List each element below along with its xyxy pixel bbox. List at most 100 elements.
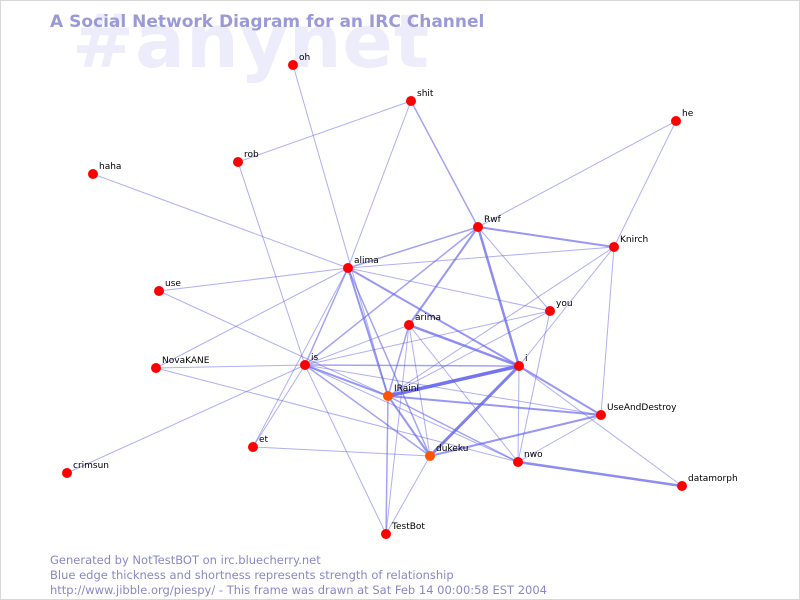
node-dot-dukeku xyxy=(425,451,435,461)
node-is: is xyxy=(300,353,319,370)
node-label-oh: oh xyxy=(299,53,310,63)
edge-shit-Rwf xyxy=(410,100,479,228)
edge-Knirch-alima xyxy=(347,246,615,269)
edge-nwo-datamorph xyxy=(516,460,684,488)
node-IRainI: IRainI xyxy=(383,384,419,401)
node-TestBot: TestBot xyxy=(381,522,425,539)
edge-is-dukeku xyxy=(304,364,431,457)
edge-arima-IRainI xyxy=(387,324,410,397)
edge-rob-is xyxy=(237,161,306,366)
node-dot-rob xyxy=(233,157,243,167)
edge-i-IRainI xyxy=(386,364,521,398)
node-label-nwo: nwo xyxy=(524,450,543,460)
node-label-arima: arima xyxy=(415,313,441,323)
edge-NovaKANE-is xyxy=(155,364,306,369)
node-i: i xyxy=(514,354,528,371)
node-dukeku: dukeku xyxy=(425,444,468,461)
edge-Rwf-alima xyxy=(347,226,479,269)
footer-generated-by: Generated by NotTestBOT on irc.bluecherr… xyxy=(50,553,321,567)
edge-use-IRainI xyxy=(158,290,389,397)
edge-arima-TestBot xyxy=(385,324,410,535)
node-label-haha: haha xyxy=(99,162,121,172)
node-rob: rob xyxy=(233,150,259,167)
node-label-et: et xyxy=(259,435,269,445)
node-dot-i xyxy=(514,361,524,371)
node-label-Rwf: Rwf xyxy=(484,215,502,225)
edge-Knirch-UseAndDestroy xyxy=(600,246,615,416)
edge-you-is xyxy=(304,310,551,366)
node-dot-you xyxy=(545,306,555,316)
edge-is-et xyxy=(252,364,306,448)
channel-watermark: #anynet xyxy=(72,0,431,85)
node-dot-UseAndDestroy xyxy=(596,410,606,420)
node-Rwf: Rwf xyxy=(473,215,502,232)
node-dot-nwo xyxy=(513,457,523,467)
node-label-UseAndDestroy: UseAndDestroy xyxy=(607,403,677,413)
diagram-title: A Social Network Diagram for an IRC Chan… xyxy=(50,12,485,32)
edge-he-Rwf xyxy=(477,120,677,228)
edge-IRainI-TestBot xyxy=(385,395,389,535)
edge-haha-alima xyxy=(92,173,349,269)
edge-alima-NovaKANE xyxy=(155,267,349,369)
edge-you-nwo xyxy=(517,310,551,463)
node-alima: alima xyxy=(343,256,379,273)
edge-i-datamorph xyxy=(518,365,683,487)
node-label-IRainI: IRainI xyxy=(394,384,419,394)
node-dot-IRainI xyxy=(383,391,393,401)
edge-arima-i xyxy=(407,323,521,368)
edge-IRainI-UseAndDestroy xyxy=(387,395,602,416)
node-label-you: you xyxy=(556,299,573,309)
edge-alima-is xyxy=(304,267,349,366)
node-he: he xyxy=(671,109,694,126)
footer-legend-note: Blue edge thickness and shortness repres… xyxy=(50,568,454,582)
node-label-Knirch: Knirch xyxy=(620,235,648,245)
node-label-dukeku: dukeku xyxy=(436,444,468,454)
node-UseAndDestroy: UseAndDestroy xyxy=(596,403,677,420)
edge-shit-rob xyxy=(237,100,412,163)
edge-is-IRainI xyxy=(304,364,389,397)
node-shit: shit xyxy=(406,89,434,106)
node-label-crimsun: crimsun xyxy=(73,461,109,471)
node-crimsun: crimsun xyxy=(62,461,109,478)
edge-alima-use xyxy=(158,267,349,292)
node-label-use: use xyxy=(165,279,181,289)
node-dot-shit xyxy=(406,96,416,106)
edge-Rwf-i xyxy=(476,225,521,368)
edge-UseAndDestroy-dukeku xyxy=(429,414,602,457)
footer-url-timestamp: http://www.jibble.org/piespy/ - This fra… xyxy=(50,583,547,597)
node-dot-NovaKANE xyxy=(151,363,161,373)
edge-Rwf-is xyxy=(304,226,479,366)
node-dot-haha xyxy=(88,169,98,179)
node-dot-alima xyxy=(343,263,353,273)
edge-Knirch-i xyxy=(518,246,615,367)
node-dot-Knirch xyxy=(609,242,619,252)
node-dot-Rwf xyxy=(473,222,483,232)
node-you: you xyxy=(545,299,573,316)
node-dot-TestBot xyxy=(381,529,391,539)
edge-layer xyxy=(66,64,684,535)
node-dot-he xyxy=(671,116,681,126)
node-use: use xyxy=(154,279,181,296)
edge-is-TestBot xyxy=(304,364,387,535)
node-dot-is xyxy=(300,360,310,370)
node-haha: haha xyxy=(88,162,121,179)
node-dot-use xyxy=(154,286,164,296)
edge-alima-i xyxy=(347,267,520,367)
node-arima: arima xyxy=(404,313,441,330)
node-label-i: i xyxy=(525,354,528,364)
edge-alima-dukeku xyxy=(347,267,431,457)
edge-i-dukeku xyxy=(428,364,521,458)
edge-alima-et xyxy=(252,267,349,448)
edge-i-is xyxy=(304,364,520,367)
edge-i-nwo xyxy=(517,365,520,463)
node-dot-datamorph xyxy=(677,481,687,491)
edge-NovaKANE-nwo xyxy=(155,367,519,463)
edge-Rwf-Knirch xyxy=(477,226,615,248)
node-label-NovaKANE: NovaKANE xyxy=(162,356,210,366)
node-label-alima: alima xyxy=(354,256,379,266)
footer: Generated by NotTestBOT on irc.bluecherr… xyxy=(50,553,547,598)
node-dot-et xyxy=(248,442,258,452)
node-Knirch: Knirch xyxy=(609,235,648,252)
edge-IRainI-dukeku xyxy=(387,395,431,457)
edge-dukeku-TestBot xyxy=(385,455,431,535)
